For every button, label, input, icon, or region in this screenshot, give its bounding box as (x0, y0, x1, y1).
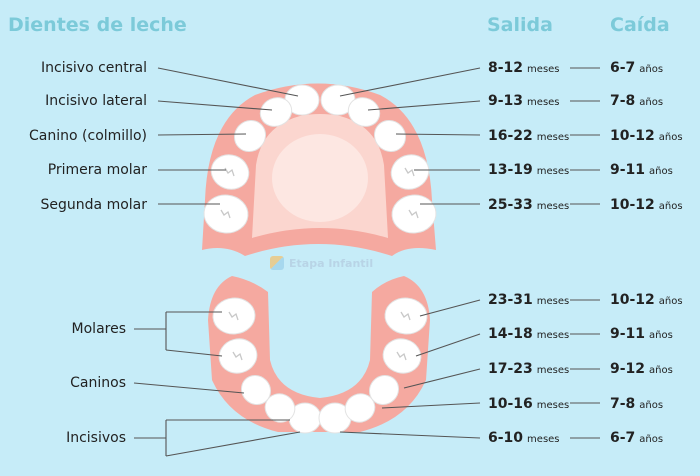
leader-line (157, 133, 247, 136)
salida-header: Salida (487, 14, 553, 36)
molar-groove (396, 351, 407, 361)
molar-groove (408, 209, 419, 219)
tooth (259, 97, 293, 127)
leader-line (133, 382, 245, 394)
molar-groove (400, 311, 411, 321)
label-caninos: Caninos (70, 375, 126, 391)
caida-header: Caída (610, 14, 670, 36)
diagram-title: Dientes de leche (8, 14, 187, 36)
leader-line (165, 431, 301, 457)
upper-palate-highlight (272, 134, 368, 222)
tooth (233, 119, 267, 153)
label-incisivo-central: Incisivo central (41, 60, 147, 76)
tooth (240, 374, 272, 406)
watermark-logo-icon (270, 256, 284, 270)
label-incisivos: Incisivos (66, 430, 126, 446)
leader-line (415, 333, 481, 357)
leader-line (165, 349, 223, 357)
label-canino: Canino (colmillo) (29, 128, 147, 144)
molar-groove (228, 311, 239, 321)
watermark: Etapa Infantil (270, 256, 373, 270)
molar-groove (404, 167, 415, 177)
label-molares: Molares (71, 321, 126, 337)
molar-groove (220, 209, 231, 219)
tooth (373, 119, 407, 153)
leader-line (157, 67, 299, 97)
label-incisivo-lateral: Incisivo lateral (45, 93, 147, 109)
leader-line (403, 368, 481, 389)
leader-line (381, 402, 481, 409)
leader-line (419, 299, 481, 317)
molar-groove (232, 351, 243, 361)
tooth (368, 374, 400, 406)
leader-line (339, 67, 481, 97)
leader-line (367, 100, 481, 111)
tooth (347, 97, 381, 127)
molar-groove (224, 167, 235, 177)
tooth (344, 393, 376, 423)
tooth (264, 393, 296, 423)
leader-line (339, 431, 481, 439)
label-primera-molar: Primera molar (47, 162, 147, 178)
leader-line (395, 133, 481, 136)
leader-line (157, 100, 273, 111)
label-segunda-molar: Segunda molar (40, 197, 147, 213)
